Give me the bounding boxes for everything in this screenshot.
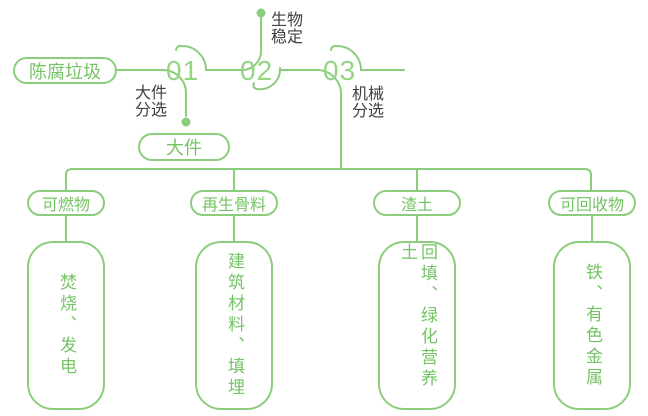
connector-source-to-01 <box>116 69 187 117</box>
step-number-01: 01 <box>166 55 200 86</box>
result-text: 铁、有色金属 <box>583 262 602 389</box>
result-text: 建筑材料、填埋 <box>225 252 244 399</box>
step-label-line: 生物 <box>271 12 304 29</box>
result-box-incineration: 焚烧、发电 <box>27 241 105 410</box>
connector-02-swoosh <box>252 67 282 91</box>
connector-02-to-03-down <box>279 69 342 170</box>
step-label-line: 大件 <box>135 85 168 102</box>
connector-distribution-rail <box>65 168 592 191</box>
step-number-03: 03 <box>323 55 357 86</box>
source-node-label: 陈腐垃圾 <box>29 61 101 82</box>
result-box-building-materials: 建筑材料、填埋 <box>195 241 273 410</box>
connector-02-up-branch <box>241 16 262 71</box>
branch-pill-label: 可燃物 <box>41 197 90 214</box>
bulky-waste-pill: 大件 <box>138 133 230 161</box>
branch-pill-recycled-aggregate: 再生骨料 <box>190 190 278 216</box>
step-number-02: 02 <box>240 55 274 86</box>
dot-bulky-branch <box>181 117 191 127</box>
step-label-mechanical-sorting: 机械 分选 <box>352 86 384 120</box>
result-box-backfill: 回填、绿化营养土 <box>378 241 456 410</box>
result-box-metals: 铁、有色金属 <box>553 241 631 410</box>
step-label-line: 机械 <box>352 86 385 103</box>
result-text: 回填、绿化营养土 <box>398 243 437 390</box>
connector-03-out <box>330 44 405 71</box>
branch-pill-label: 渣土 <box>400 197 433 214</box>
step-label-bio-stabilization: 生物 稳定 <box>271 12 303 46</box>
branch-pill-recyclables: 可回收物 <box>548 190 636 216</box>
connector-01-to-02 <box>175 44 243 71</box>
branch-pill-combustibles: 可燃物 <box>27 190 105 216</box>
step-label-line: 分选 <box>352 103 385 120</box>
bulky-waste-label: 大件 <box>166 138 202 158</box>
branch-pill-slag-soil: 渣土 <box>373 190 461 216</box>
source-node-pill: 陈腐垃圾 <box>13 57 117 84</box>
branch-pill-label: 再生骨料 <box>201 197 266 214</box>
dot-bio-branch <box>256 8 266 18</box>
result-text: 焚烧、发电 <box>57 273 76 378</box>
step-label-bulky-sorting: 大件 分选 <box>135 85 167 119</box>
step-label-line: 稳定 <box>271 29 304 46</box>
branch-pill-label: 可回收物 <box>559 197 624 214</box>
step-label-line: 分选 <box>135 102 168 119</box>
